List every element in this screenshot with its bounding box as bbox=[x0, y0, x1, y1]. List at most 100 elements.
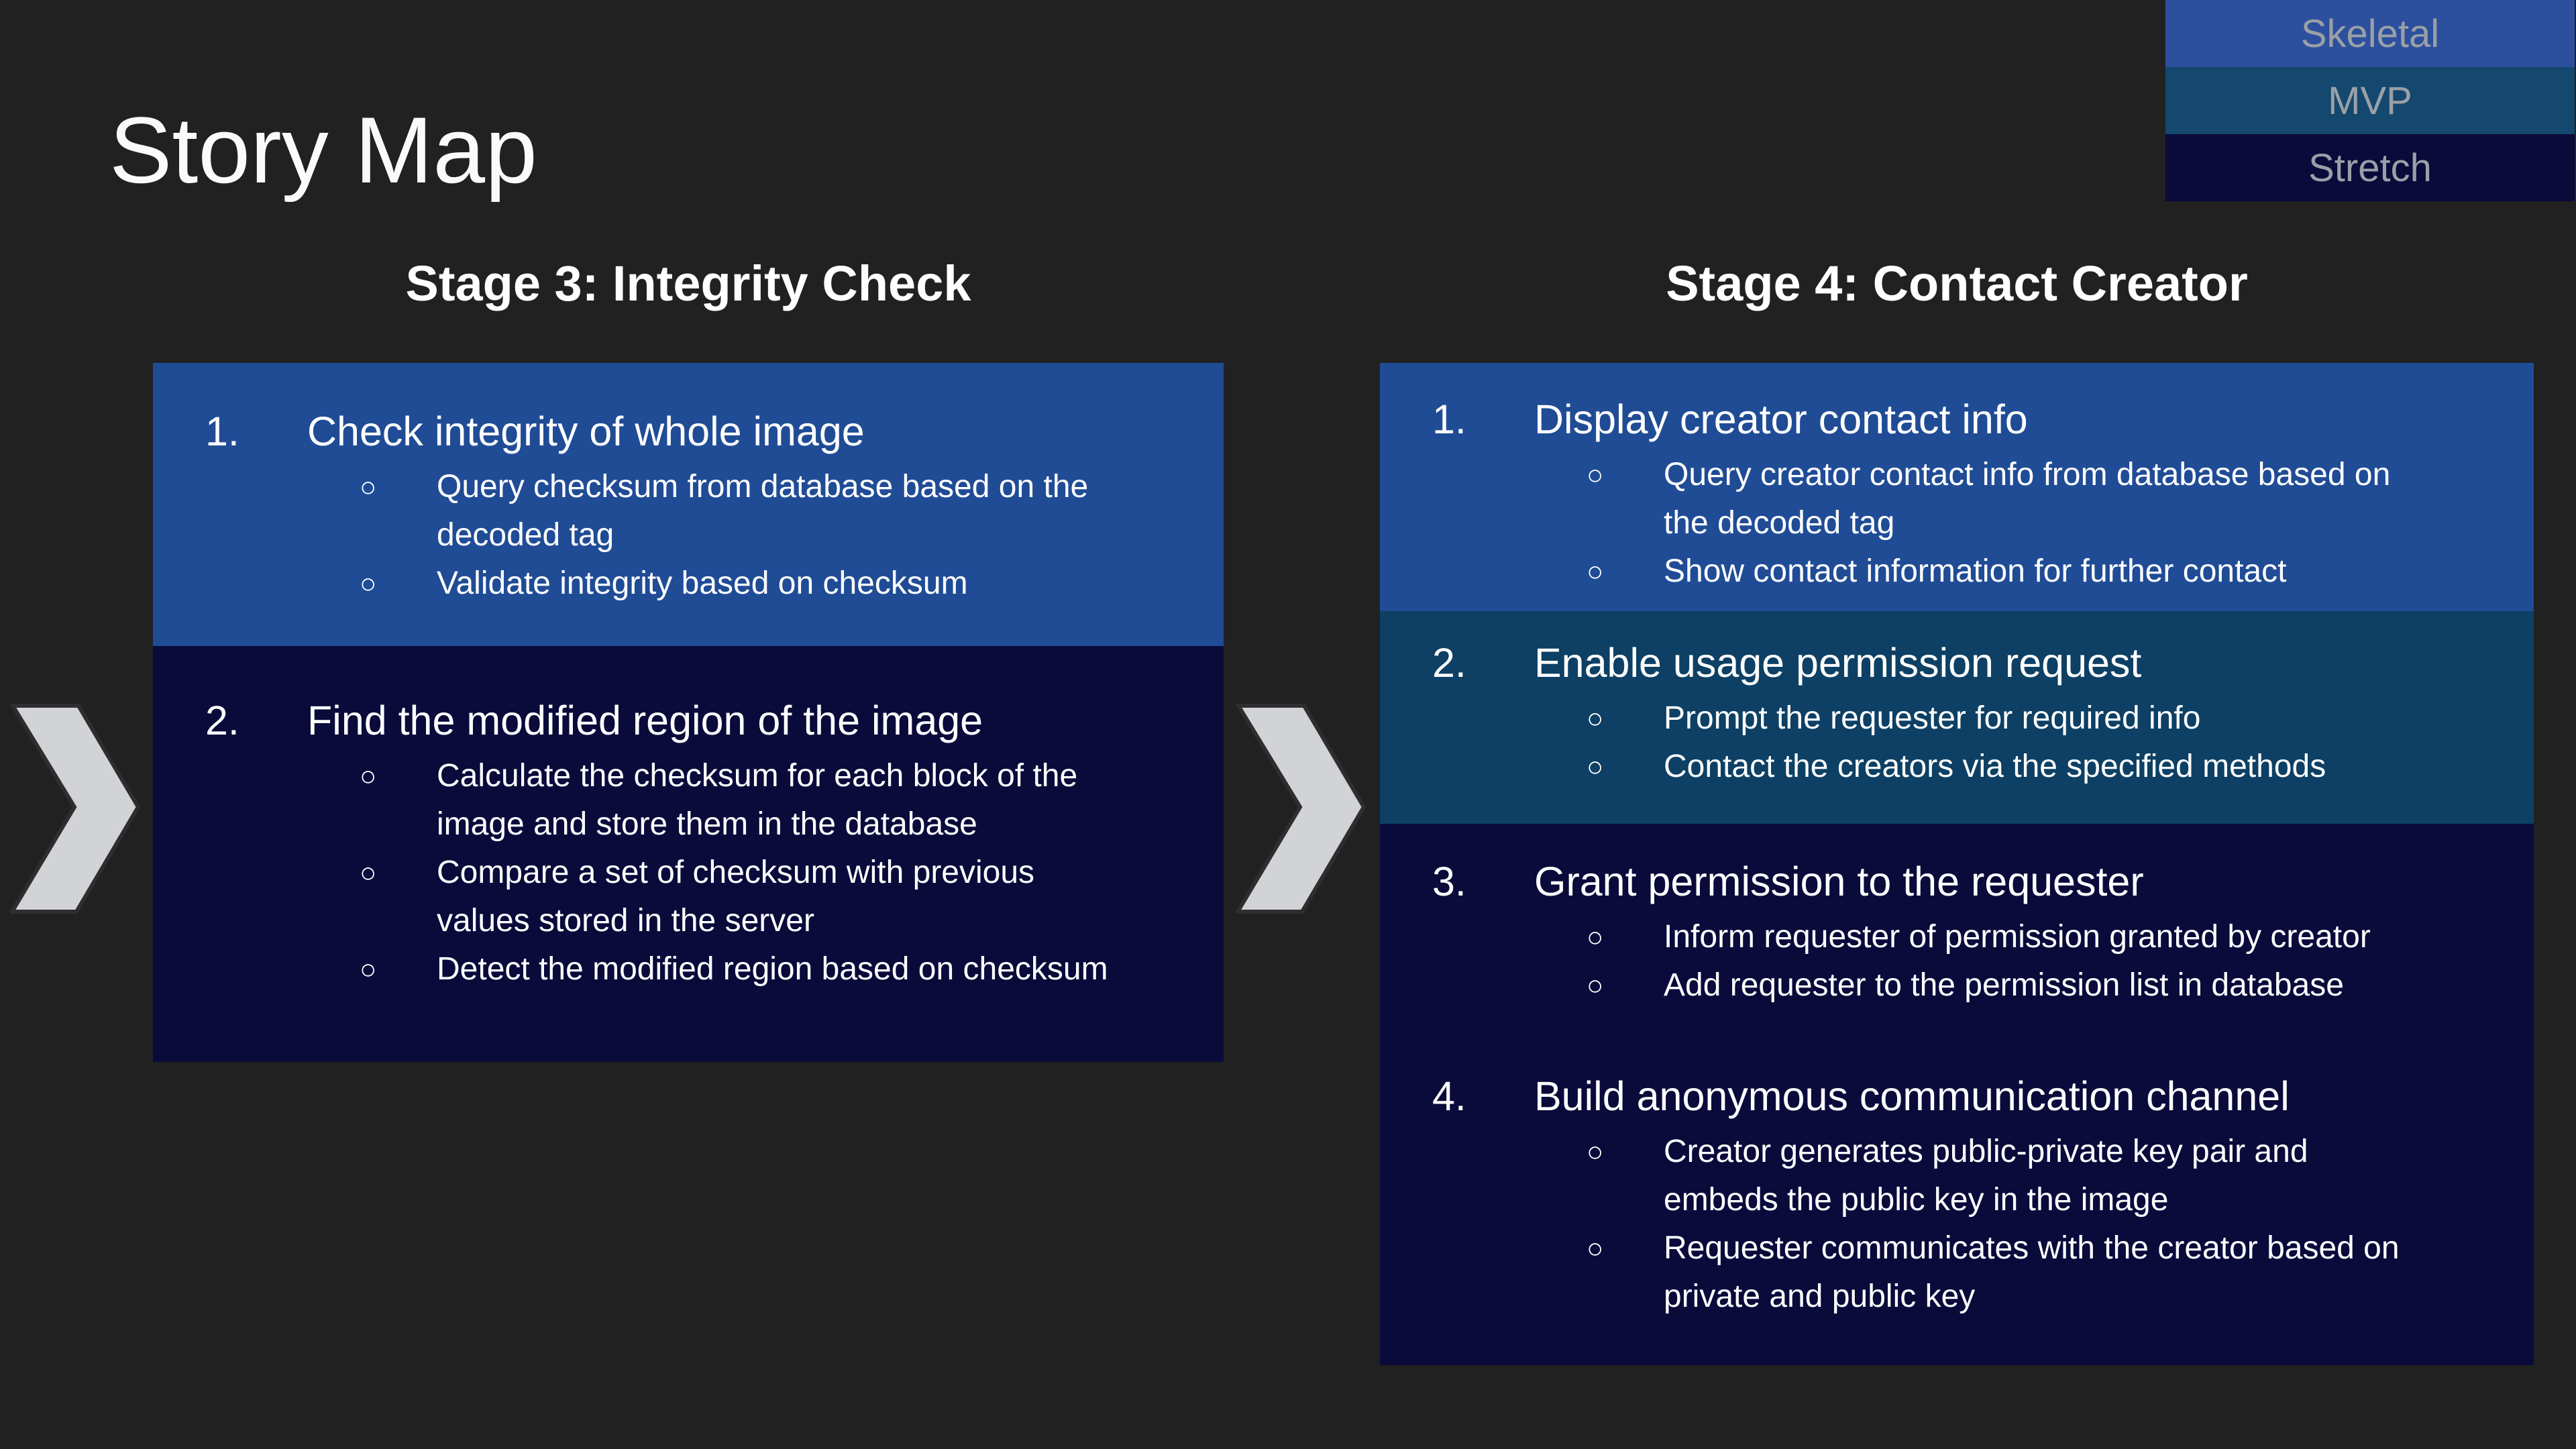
bullet-line: Inform requester of permission granted b… bbox=[1664, 919, 2371, 955]
bullet-marker-icon: ○ bbox=[360, 760, 377, 792]
bullet-line: Query creator contact info from database… bbox=[1664, 457, 2391, 492]
bullet-line: Creator generates public-private key pai… bbox=[1664, 1134, 2308, 1169]
bullet-item: ○ Creator generates public-private key pa… bbox=[1380, 1128, 2534, 1224]
bullet-line: private and public key bbox=[1664, 1279, 1976, 1314]
bullet-text: Query checksum from database based on th… bbox=[437, 463, 1224, 559]
bullet-line: Prompt the requester for required info bbox=[1664, 700, 2201, 736]
bullet-text: Validate integrity based on checksum bbox=[437, 559, 1224, 608]
legend-row-stretch: Stretch bbox=[2165, 134, 2575, 201]
stage-heading: Stage 3: Integrity Check bbox=[405, 256, 971, 311]
item-head: 3. Grant permission to the requester bbox=[1380, 853, 2534, 910]
stage-column: Stage 3: Integrity Check 1. Check integrit… bbox=[153, 250, 1224, 1062]
bullet-line: Detect the modified region based on chec… bbox=[437, 951, 1108, 987]
item-heading: Enable usage permission request bbox=[1534, 640, 2142, 686]
story-item: 3. Grant permission to the requester ○ Info… bbox=[1380, 853, 2534, 1010]
story-box-skeletal: 1. Display creator contact info ○ Query cre… bbox=[1380, 363, 2534, 611]
item-heading: Check integrity of whole image bbox=[307, 409, 865, 454]
bullet-marker-icon: ○ bbox=[1587, 969, 1604, 1001]
item-number: 1. bbox=[1432, 396, 1466, 442]
bullet-line: embeds the public key in the image bbox=[1664, 1182, 2169, 1218]
story-item: 2. Find the modified region of the image ○… bbox=[153, 692, 1224, 994]
item-heading: Grant permission to the requester bbox=[1534, 859, 2144, 904]
bullet-line: Requester communicates with the creator … bbox=[1664, 1230, 2400, 1266]
bullet-text: Contact the creators via the specified m… bbox=[1664, 743, 2534, 791]
bullet-item: ○ Add requester to the permission list in… bbox=[1380, 961, 2534, 1010]
bullet-line: Calculate the checksum for each block of… bbox=[437, 758, 1078, 794]
item-head: 1. Display creator contact info bbox=[1380, 390, 2534, 448]
item-number: 4. bbox=[1432, 1073, 1466, 1119]
bullet-line: Add requester to the permission list in … bbox=[1664, 967, 2344, 1003]
story-item: 1. Check integrity of whole image ○ Query c… bbox=[153, 402, 1224, 608]
item-heading: Display creator contact info bbox=[1534, 396, 2028, 442]
bullet-line: Show contact information for further con… bbox=[1664, 553, 2287, 589]
bullet-marker-icon: ○ bbox=[360, 857, 377, 888]
bullet-text: Prompt the requester for required info bbox=[1664, 694, 2534, 743]
bullet-line: Query checksum from database based on th… bbox=[437, 469, 1089, 504]
bullet-line: decoded tag bbox=[437, 517, 614, 553]
bullet-marker-icon: ○ bbox=[1587, 459, 1604, 490]
bullet-text: Detect the modified region based on chec… bbox=[437, 945, 1224, 994]
bullet-marker-icon: ○ bbox=[360, 953, 377, 985]
story-item: 2. Enable usage permission request ○ Prompt… bbox=[1380, 634, 2534, 791]
bullet-marker-icon: ○ bbox=[360, 568, 377, 599]
bullet-line: Contact the creators via the specified m… bbox=[1664, 749, 2326, 784]
stage-heading: Stage 4: Contact Creator bbox=[1666, 256, 2248, 311]
bullet-item: ○ Query creator contact info from databas… bbox=[1380, 451, 2534, 547]
bullet-line: Validate integrity based on checksum bbox=[437, 566, 968, 601]
bullet-text: Inform requester of permission granted b… bbox=[1664, 913, 2534, 961]
story-box-skeletal: 1. Check integrity of whole image ○ Query c… bbox=[153, 363, 1224, 646]
bullet-marker-icon: ○ bbox=[1587, 1136, 1604, 1167]
item-head: 1. Check integrity of whole image bbox=[153, 402, 1224, 460]
item-head: 4. Build anonymous communication channel bbox=[1380, 1067, 2534, 1125]
bullet-line: the decoded tag bbox=[1664, 505, 1895, 541]
bullet-item: ○Query checksum from database based on t… bbox=[153, 463, 1224, 559]
legend-row-skeletal: Skeletal bbox=[2165, 0, 2575, 67]
chevron-arrow-icon bbox=[10, 704, 141, 914]
item-number: 1. bbox=[205, 409, 239, 454]
legend-row-mvp: MVP bbox=[2165, 67, 2575, 134]
item-heading: Build anonymous communication channel bbox=[1534, 1073, 2290, 1119]
bullet-text: Add requester to the permission list in … bbox=[1664, 961, 2534, 1010]
story-box-stretch: 3. Grant permission to the requester ○ Info… bbox=[1380, 824, 2534, 1365]
bullet-text: Creator generates public-private key pai… bbox=[1664, 1128, 2534, 1224]
story-item: 4. Build anonymous communication channel ○… bbox=[1380, 1067, 2534, 1321]
bullet-text: Requester communicates with the creator … bbox=[1664, 1224, 2534, 1321]
legend-label: MVP bbox=[2328, 78, 2412, 123]
item-heading: Find the modified region of the image bbox=[307, 698, 983, 743]
bullet-list: ○ Query checksum from database based on t… bbox=[153, 463, 1224, 608]
item-number: 2. bbox=[1432, 640, 1466, 686]
slide-title: Story Map bbox=[109, 97, 537, 203]
bullet-item: ○ Detect the modified region based on che… bbox=[153, 945, 1224, 994]
bullet-item: ○ Calculate the checksum for each block o… bbox=[153, 752, 1224, 849]
chevron-arrow-icon bbox=[1236, 704, 1366, 914]
legend-label: Stretch bbox=[2308, 146, 2432, 190]
bullet-item: ○ Show contact information for further co… bbox=[1380, 547, 2534, 596]
story-item: 1. Display creator contact info ○ Query cre… bbox=[1380, 390, 2534, 596]
bullet-list: ○ Query creator contact info from databas… bbox=[1380, 451, 2534, 596]
bullet-marker-icon: ○ bbox=[1587, 702, 1604, 734]
bullet-marker-icon: ○ bbox=[1587, 921, 1604, 953]
bullet-item: ○Contact the creators via the specified … bbox=[1380, 743, 2534, 791]
bullet-text: Query creator contact info from database… bbox=[1664, 451, 2534, 547]
bullet-text: Calculate the checksum for each block of… bbox=[437, 752, 1224, 849]
bullet-item: ○ Inform requester of permission granted … bbox=[1380, 913, 2534, 961]
bullet-marker-icon: ○ bbox=[1587, 555, 1604, 587]
bullet-line: values stored in the server bbox=[437, 903, 814, 938]
bullet-item: ○ Prompt the requester for required info bbox=[1380, 694, 2534, 743]
bullet-text: Show contact information for further con… bbox=[1664, 547, 2534, 596]
bullet-line: image and store them in the database bbox=[437, 806, 977, 842]
bullet-list: ○Prompt the requester for required info○… bbox=[1380, 694, 2534, 791]
bullet-list: ○ Calculate the checksum for each block o… bbox=[153, 752, 1224, 994]
bullet-list: ○ Inform requester of permission granted … bbox=[1380, 913, 2534, 1010]
bullet-marker-icon: ○ bbox=[1587, 1232, 1604, 1264]
item-number: 3. bbox=[1432, 859, 1466, 904]
bullet-item: ○ Requester communicates with the creator… bbox=[1380, 1224, 2534, 1321]
legend-label: Skeletal bbox=[2300, 11, 2440, 56]
item-number: 2. bbox=[205, 698, 239, 743]
bullet-list: ○ Creator generates public-private key pa… bbox=[1380, 1128, 2534, 1321]
bullet-item: ○ Validate integrity based on checksum bbox=[153, 559, 1224, 608]
stage-column: Stage 4: Contact Creator 1. Display creato… bbox=[1380, 250, 2534, 1365]
